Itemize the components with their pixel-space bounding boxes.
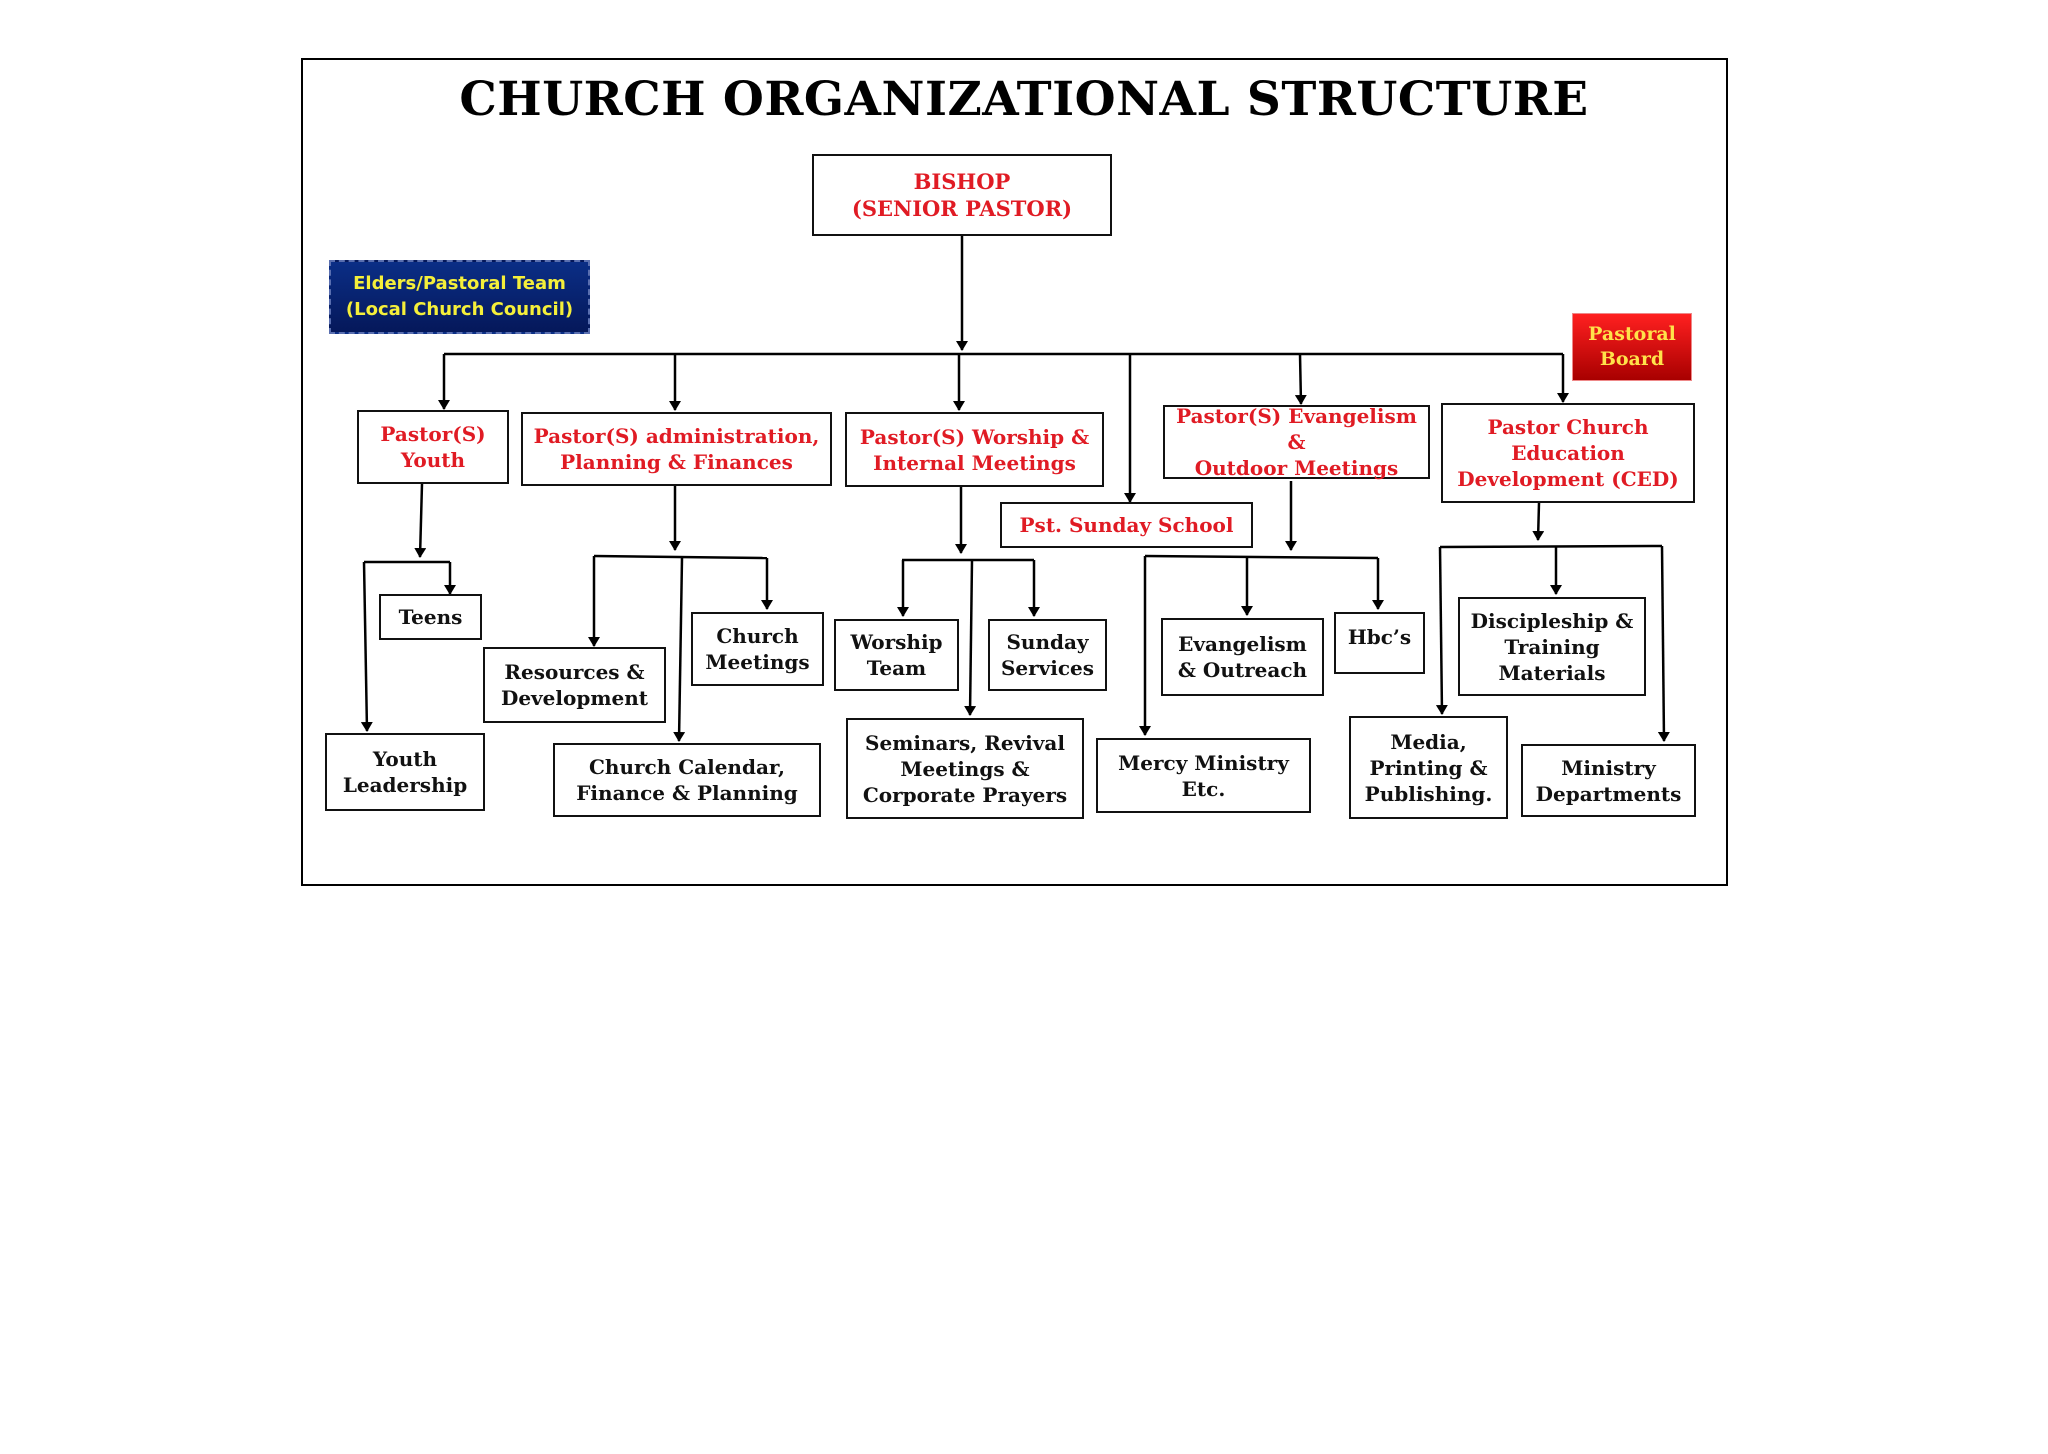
node-hbcs: Hbc’s [1334, 612, 1425, 674]
diagram-frame [301, 58, 1728, 886]
node-teens: Teens [379, 594, 482, 640]
node-pastor-administration: Pastor(S) administration, Planning & Fin… [521, 412, 832, 486]
node-youth-leadership: Youth Leadership [325, 733, 485, 811]
connector-to-ministry-departments [1657, 545, 1670, 742]
node-evangelism-outreach: Evangelism & Outreach [1161, 618, 1324, 696]
node-sunday-services: Sunday Services [988, 619, 1107, 691]
connector-youth-down [414, 483, 427, 558]
node-bishop: BISHOP (SENIOR PASTOR) [812, 154, 1112, 236]
connector-ced-down [1532, 502, 1545, 541]
connector-to-seminars [964, 559, 977, 716]
node-seminars-revival: Seminars, Revival Meetings & Corporate P… [846, 718, 1084, 819]
pastoral-board-box: Pastoral Board [1572, 313, 1692, 381]
connector-ced-bar [1439, 544, 1663, 549]
diagram-title: CHURCH ORGANIZATIONAL STRUCTURE [459, 72, 1589, 127]
node-mercy-ministry: Mercy Ministry Etc. [1096, 738, 1311, 813]
node-resources-development: Resources & Development [483, 647, 666, 723]
node-pastor-youth: Pastor(S) Youth [357, 410, 509, 484]
node-pastor-ced: Pastor Church Education Development (CED… [1441, 403, 1695, 503]
node-church-meetings: Church Meetings [691, 612, 824, 686]
node-discipleship-training: Discipleship & Training Materials [1458, 597, 1646, 696]
connector-evangelism-bar [1144, 554, 1379, 560]
node-pastor-worship: Pastor(S) Worship & Internal Meetings [845, 412, 1104, 487]
node-pastor-sunday-school: Pst. Sunday School [1000, 502, 1253, 548]
connector-to-youth-leadership [360, 561, 373, 732]
node-church-calendar: Church Calendar, Finance & Planning [553, 743, 821, 817]
connector-admin-bar [593, 554, 768, 560]
node-media-printing: Media, Printing & Publishing. [1349, 716, 1508, 819]
connector-to-media [1435, 546, 1448, 715]
node-ministry-departments: Ministry Departments [1521, 744, 1696, 817]
connector-to-evangelism [1294, 353, 1307, 405]
node-pastor-evangelism: Pastor(S) Evangelism & Outdoor Meetings [1163, 404, 1430, 480]
elders-pastoral-team-box: Elders/Pastoral Team (Local Church Counc… [329, 260, 590, 334]
connector-to-calendar [673, 557, 686, 742]
node-worship-team: Worship Team [834, 619, 959, 691]
